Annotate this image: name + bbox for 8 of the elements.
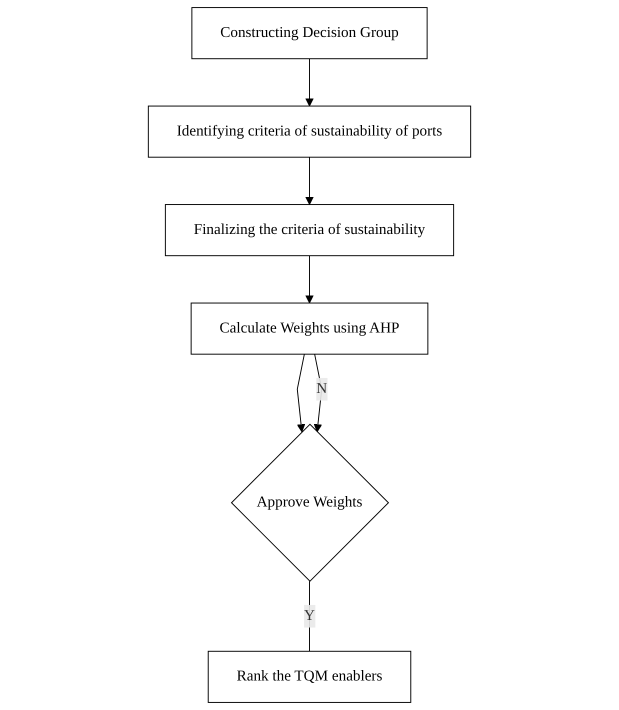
process-box: Finalizing the criteria of sustainability: [164, 204, 454, 256]
edge-label: N: [316, 378, 328, 401]
process-box: Rank the TQM enablers: [208, 650, 412, 703]
process-box: Constructing Decision Group: [191, 7, 428, 60]
process-box: Calculate Weights using AHP: [190, 302, 428, 355]
process-box: Identifying criteria of sustainability of ports: [148, 106, 472, 158]
edge-label: Y: [304, 604, 315, 628]
decision-diamond: Approve Weights: [230, 424, 390, 582]
